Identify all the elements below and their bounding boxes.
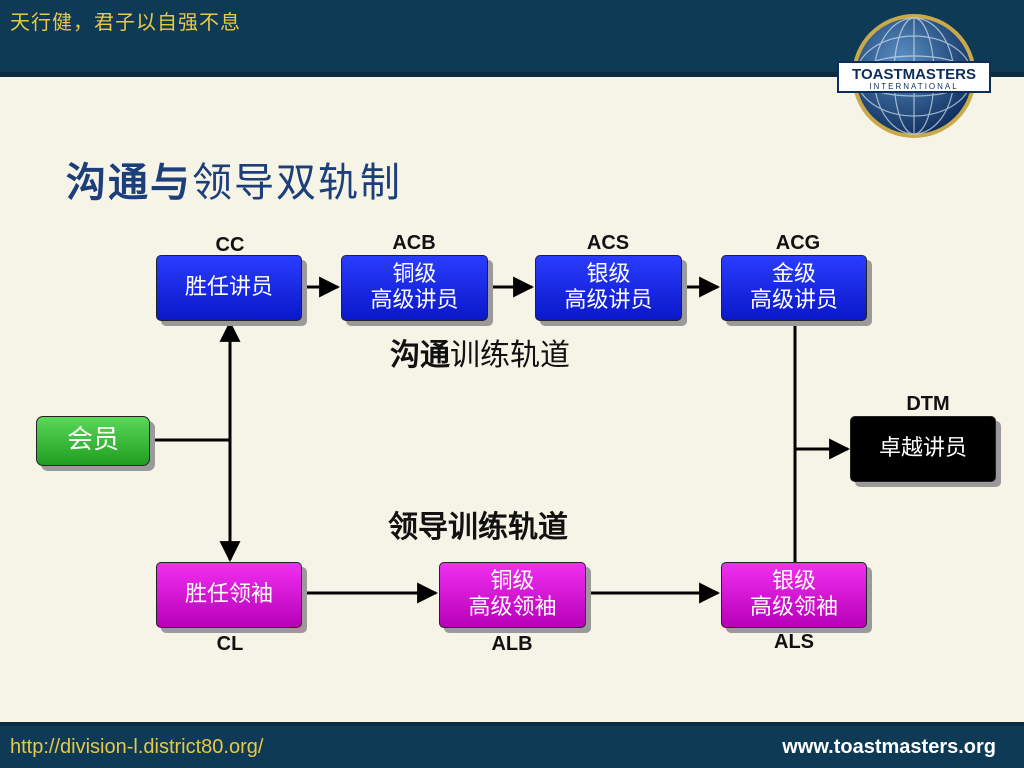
- code-als: ALS: [774, 631, 814, 653]
- node-acs: 银级 高级讲员: [535, 255, 682, 321]
- communication-track-label-bold: 沟通: [390, 338, 450, 373]
- leadership-track-label: 领导训练轨道: [388, 510, 568, 545]
- node-cc: 胜任讲员: [156, 255, 302, 321]
- node-als: 银级 高级领袖: [721, 562, 867, 628]
- node-member: 会员: [36, 416, 150, 466]
- node-cc-line-1: 胜任讲员: [184, 274, 273, 300]
- node-acb: 铜级 高级讲员: [341, 255, 488, 321]
- node-cl: 胜任领袖: [156, 562, 302, 628]
- footer-site-text: www.toastmasters.org: [782, 736, 996, 758]
- node-acs-line-2: 高级讲员: [564, 288, 653, 313]
- communication-track-label: 沟通训练轨道: [390, 330, 570, 374]
- code-acb: ACB: [392, 232, 436, 254]
- toastmasters-logo: TOASTMASTERS INTERNATIONAL: [837, 14, 991, 138]
- node-acg: 金级 高级讲员: [721, 255, 867, 321]
- node-acg-line-2: 高级讲员: [749, 288, 838, 313]
- node-als-line-1: 银级: [771, 568, 816, 594]
- node-alb-line-2: 高级领袖: [468, 595, 557, 620]
- node-dtm-label: 卓越讲员: [878, 435, 967, 461]
- header-motto: 天行健，君子以自强不息: [10, 10, 241, 34]
- logo-top-text: TOASTMASTERS: [852, 66, 976, 83]
- code-alb: ALB: [491, 633, 533, 655]
- footer-rule: [0, 722, 1024, 726]
- communication-track-label-rest: 训练轨道: [450, 338, 570, 373]
- node-cl-line-1: 胜任领袖: [184, 581, 273, 607]
- code-dtm: DTM: [906, 393, 950, 415]
- title-normal-part: 领导双轨制: [192, 160, 402, 206]
- header-rule: [0, 72, 1024, 77]
- logo-bottom-text: INTERNATIONAL: [869, 82, 958, 91]
- node-als-line-2: 高级领袖: [749, 595, 838, 620]
- footer-url-link[interactable]: http://division-l.district80.org/: [10, 736, 264, 758]
- slide-title: 沟通与领导双轨制: [66, 150, 402, 208]
- node-alb: 铜级 高级领袖: [439, 562, 586, 628]
- code-acg: ACG: [775, 232, 821, 254]
- node-acs-line-1: 银级: [586, 261, 631, 287]
- title-bold-part: 沟通与: [66, 160, 192, 206]
- node-dtm: 卓越讲员: [850, 416, 996, 482]
- node-acg-line-1: 金级: [771, 261, 816, 287]
- code-cc: CC: [215, 234, 245, 256]
- node-acb-line-1: 铜级: [392, 261, 437, 287]
- node-acb-line-2: 高级讲员: [370, 288, 459, 313]
- footer-bar: [0, 726, 1024, 768]
- code-acs: ACS: [586, 232, 630, 254]
- node-member-label: 会员: [66, 425, 119, 456]
- node-alb-line-1: 铜级: [490, 568, 535, 594]
- header-bar: [0, 0, 1024, 72]
- code-cl: CL: [216, 633, 244, 655]
